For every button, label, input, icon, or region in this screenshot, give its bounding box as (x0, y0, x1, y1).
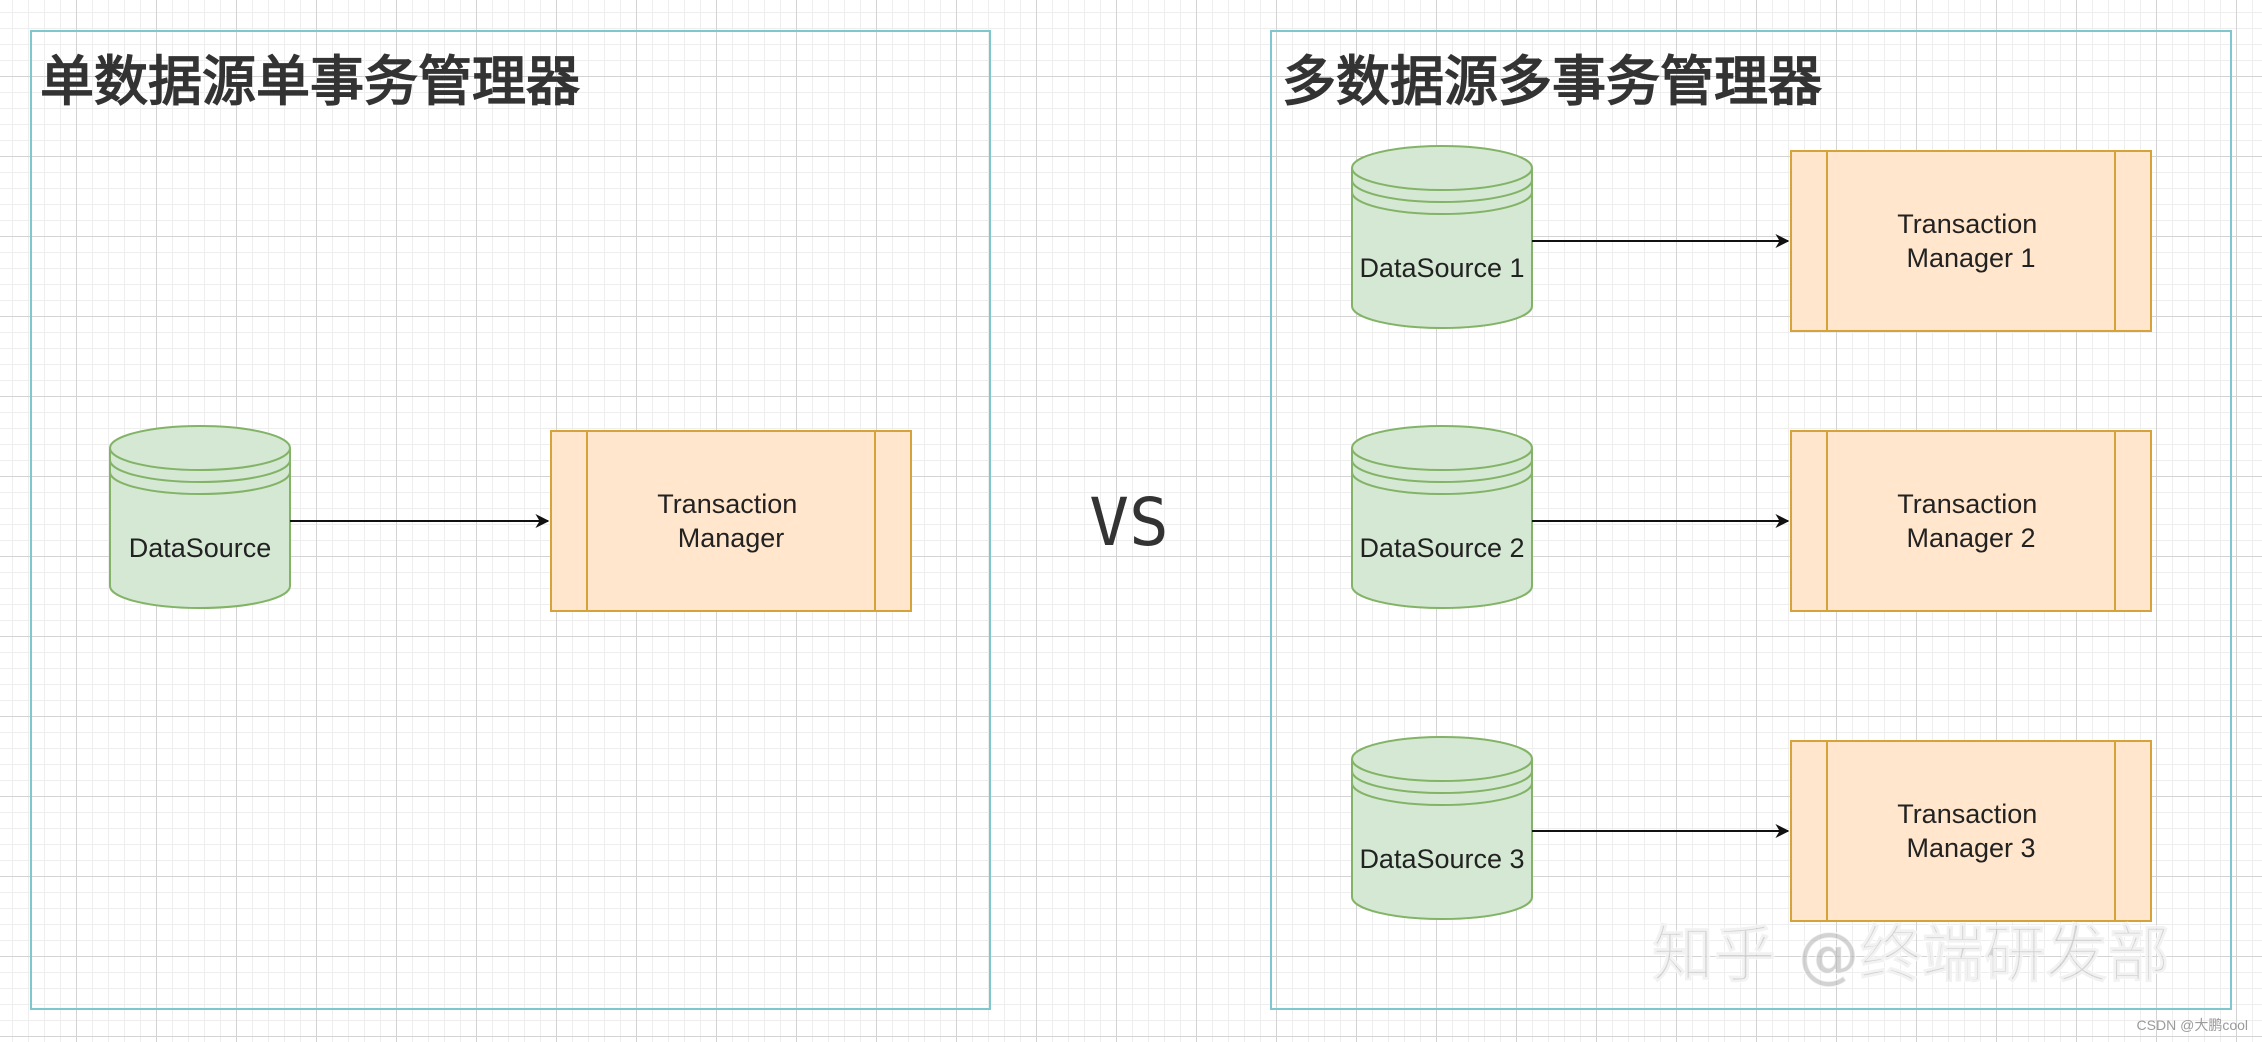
transaction-manager-box-2[interactable]: Transaction Manager 2 (1790, 430, 2152, 612)
transaction-manager-2-line2: Manager 2 (1906, 523, 2035, 553)
process-box-icon (550, 430, 912, 612)
database-cylinder-icon (109, 425, 291, 609)
datasource-cylinder[interactable]: DataSource (109, 425, 291, 609)
process-box-icon (1790, 430, 2152, 612)
datasource-label-2: DataSource 2 (1359, 533, 1524, 563)
right-group: 多数据源多事务管理器 DataSource 1 (1270, 30, 2232, 1010)
transaction-manager-box-1[interactable]: Transaction Manager 1 (1790, 150, 2152, 332)
watermark-text: 知乎 @终端研发部 (1652, 918, 2170, 991)
datasource-row-3: DataSource 3 Transaction Manager 3 (1351, 736, 2152, 922)
datasource-label-3: DataSource 3 (1359, 844, 1524, 874)
datasource-cylinder-1[interactable]: DataSource 1 (1351, 145, 1533, 329)
vs-separator: VS (1089, 484, 1168, 561)
datasource-row-1: DataSource 1 Transaction Manager 1 (1351, 145, 2152, 332)
datasource-label: DataSource (129, 533, 272, 563)
right-group-container (1270, 30, 2232, 1010)
transaction-manager-2-line1: Transaction (1897, 489, 2037, 519)
transaction-manager-1-line2: Manager 1 (1906, 243, 2035, 273)
transaction-manager-label-1: Transaction Manager 1 (1897, 209, 2045, 273)
left-group: 单数据源单事务管理器 DataSource Transaction Manage… (30, 30, 991, 1010)
transaction-manager-box-3[interactable]: Transaction Manager 3 (1790, 740, 2152, 922)
transaction-manager-box[interactable]: Transaction Manager (550, 430, 912, 612)
left-group-container (30, 30, 991, 1010)
process-box-icon (1790, 740, 2152, 922)
transaction-manager-3-line1: Transaction (1897, 799, 2037, 829)
transaction-manager-label-3: Transaction Manager 3 (1897, 799, 2045, 863)
source-credit: CSDN @大鹏cool (2137, 1017, 2248, 1033)
transaction-manager-1-line1: Transaction (1897, 209, 2037, 239)
transaction-manager-label-line1: Transaction (657, 489, 797, 519)
datasource-row-2: DataSource 2 Transaction Manager 2 (1351, 425, 2152, 612)
datasource-label-1: DataSource 1 (1359, 253, 1524, 283)
right-group-title: 多数据源多事务管理器 (1282, 50, 1823, 113)
process-box-icon (1790, 150, 2152, 332)
left-group-title: 单数据源单事务管理器 (40, 50, 581, 113)
transaction-manager-label-2: Transaction Manager 2 (1897, 489, 2045, 553)
transaction-manager-3-line2: Manager 3 (1906, 833, 2035, 863)
database-cylinder-icon (1351, 145, 1533, 329)
transaction-manager-label: Transaction Manager (657, 489, 805, 553)
transaction-manager-label-line2: Manager (678, 523, 785, 553)
database-cylinder-icon (1351, 425, 1533, 609)
database-cylinder-icon (1351, 736, 1533, 920)
datasource-cylinder-2[interactable]: DataSource 2 (1351, 425, 1533, 609)
datasource-cylinder-3[interactable]: DataSource 3 (1351, 736, 1533, 920)
